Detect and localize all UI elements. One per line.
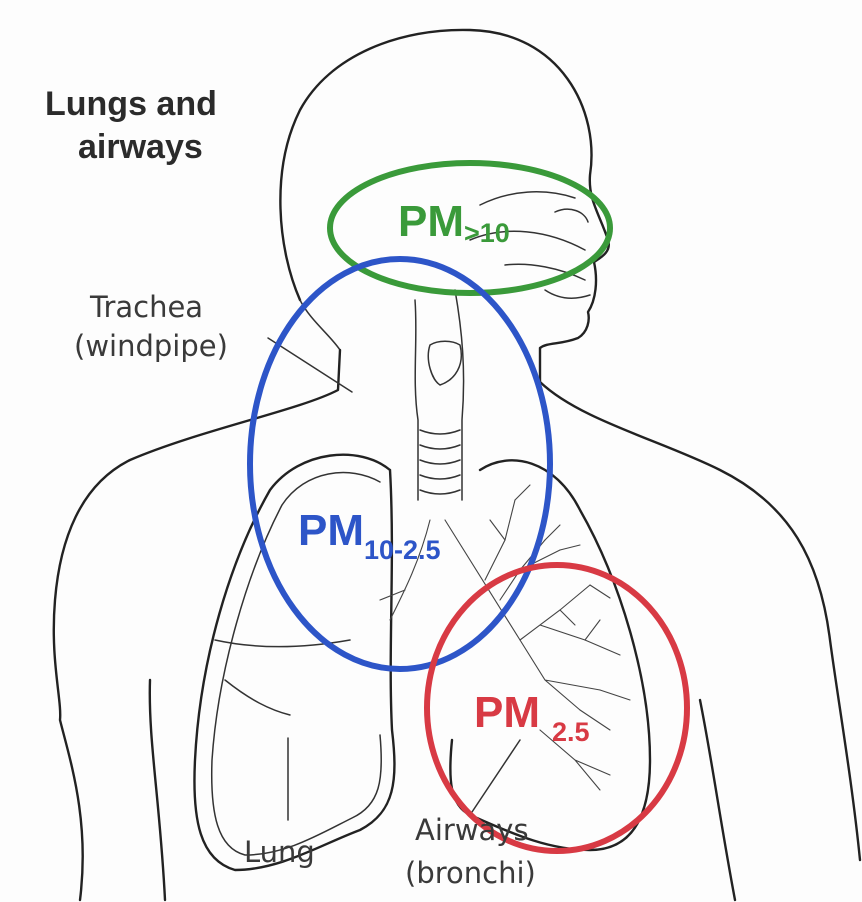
pm-2.5-main: PM — [474, 688, 540, 737]
region-ellipse-pm-2.5 — [427, 565, 687, 851]
airways-label-line1: Airways — [415, 813, 529, 847]
trachea-label-line1: Trachea — [89, 290, 203, 324]
body-right — [540, 382, 860, 860]
pharynx — [415, 290, 464, 500]
pm-gt10-main: PM — [398, 197, 464, 246]
title-line1: Lungs and — [45, 85, 217, 123]
airways-leader — [470, 740, 520, 815]
airways-label-line2: (bronchi) — [405, 856, 536, 890]
pm-10-2.5-label: PM10-2.5 — [298, 506, 441, 565]
right-arm-inner — [700, 700, 735, 900]
pm-10-2.5-main: PM — [298, 506, 364, 555]
trachea-label-line2: (windpipe) — [74, 329, 228, 363]
pm-2.5-label: PM 2.5 — [474, 688, 590, 747]
lung-left-fissure — [215, 640, 350, 715]
pm-gt10-label: PM>10 — [398, 197, 510, 248]
lung-label: Lung — [244, 835, 315, 869]
larynx — [428, 341, 461, 385]
left-arm-inner — [150, 680, 165, 900]
region-ellipse-pm-10-2.5 — [250, 259, 550, 669]
title-line2: airways — [78, 128, 203, 166]
pm-10-2.5-sub: 10-2.5 — [364, 535, 441, 565]
pm-gt10-sub: >10 — [464, 218, 510, 248]
pm-2.5-sub: 2.5 — [552, 717, 590, 747]
trachea-rings — [420, 430, 460, 494]
